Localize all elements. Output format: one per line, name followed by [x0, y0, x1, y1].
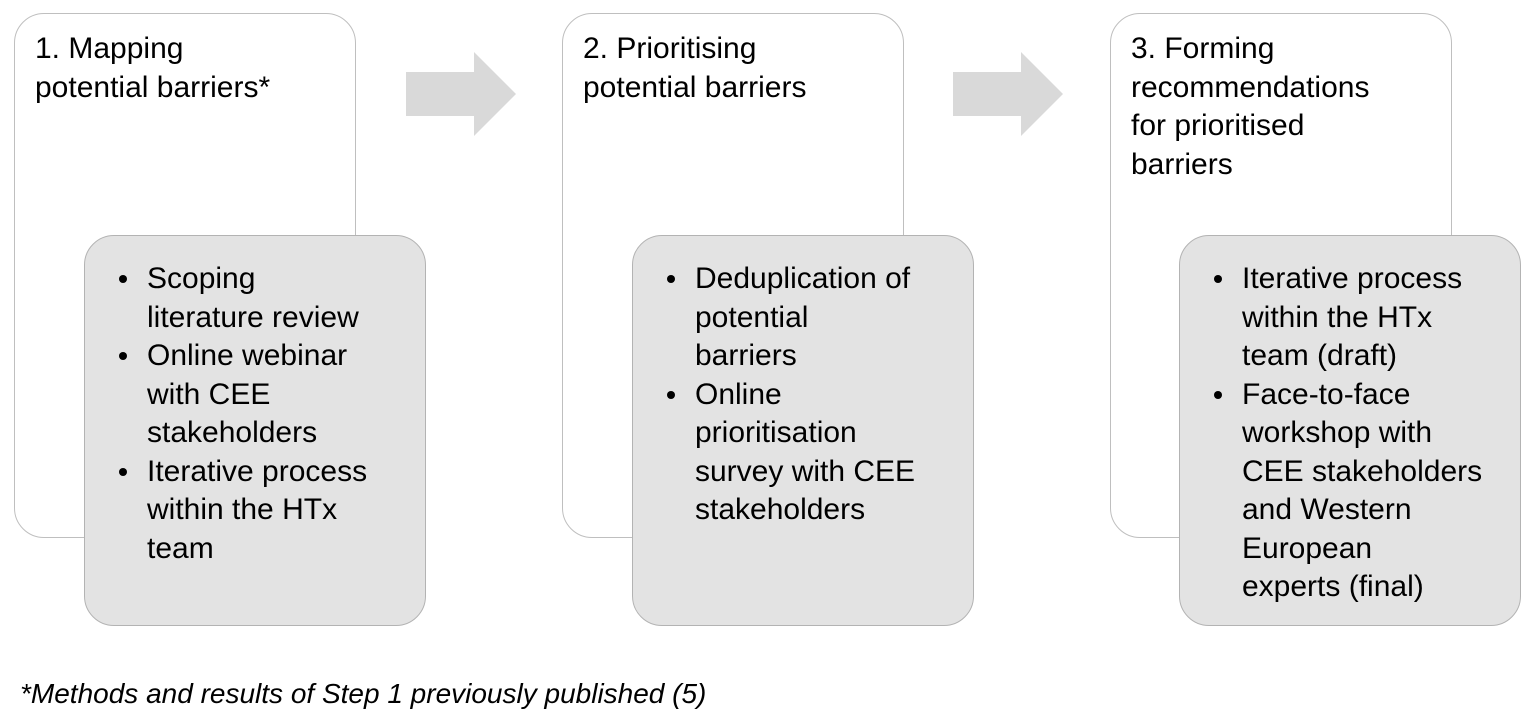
step-3-details: Iterative process within the HTx team (d… — [1179, 235, 1521, 626]
step-3-bullet-list: Iterative process within the HTx team (d… — [1210, 260, 1512, 607]
arrow-right-icon — [406, 52, 516, 136]
step-1-details: Scoping literature review Online webinar… — [84, 235, 426, 626]
step-2-bullet-list: Deduplication of potential barriers Onli… — [663, 260, 965, 530]
step-1-bullet-list: Scoping literature review Online webinar… — [115, 260, 417, 568]
step-3-bullet: Face-to-face workshop with CEE stakehold… — [1214, 376, 1512, 607]
step-1-bullet: Online webinar with CEE stakeholders — [119, 337, 417, 453]
step-2-details: Deduplication of potential barriers Onli… — [632, 235, 974, 626]
step-2-bullet: Deduplication of potential barriers — [667, 260, 965, 376]
arrow-right-icon — [953, 52, 1063, 136]
footnote: *Methods and results of Step 1 previousl… — [20, 678, 707, 709]
step-3-title: 3. Forming recommendations for prioritis… — [1131, 32, 1370, 181]
step-1-bullet: Scoping literature review — [119, 260, 417, 337]
step-1-bullet: Iterative process within the HTx team — [119, 453, 417, 569]
step-2-bullet: Online prioritisation survey with CEE st… — [667, 376, 965, 530]
step-1-title: 1. Mapping potential barriers* — [35, 32, 271, 104]
step-2-title: 2. Prioritising potential barriers — [583, 32, 807, 104]
step-3-bullet: Iterative process within the HTx team (d… — [1214, 260, 1512, 376]
